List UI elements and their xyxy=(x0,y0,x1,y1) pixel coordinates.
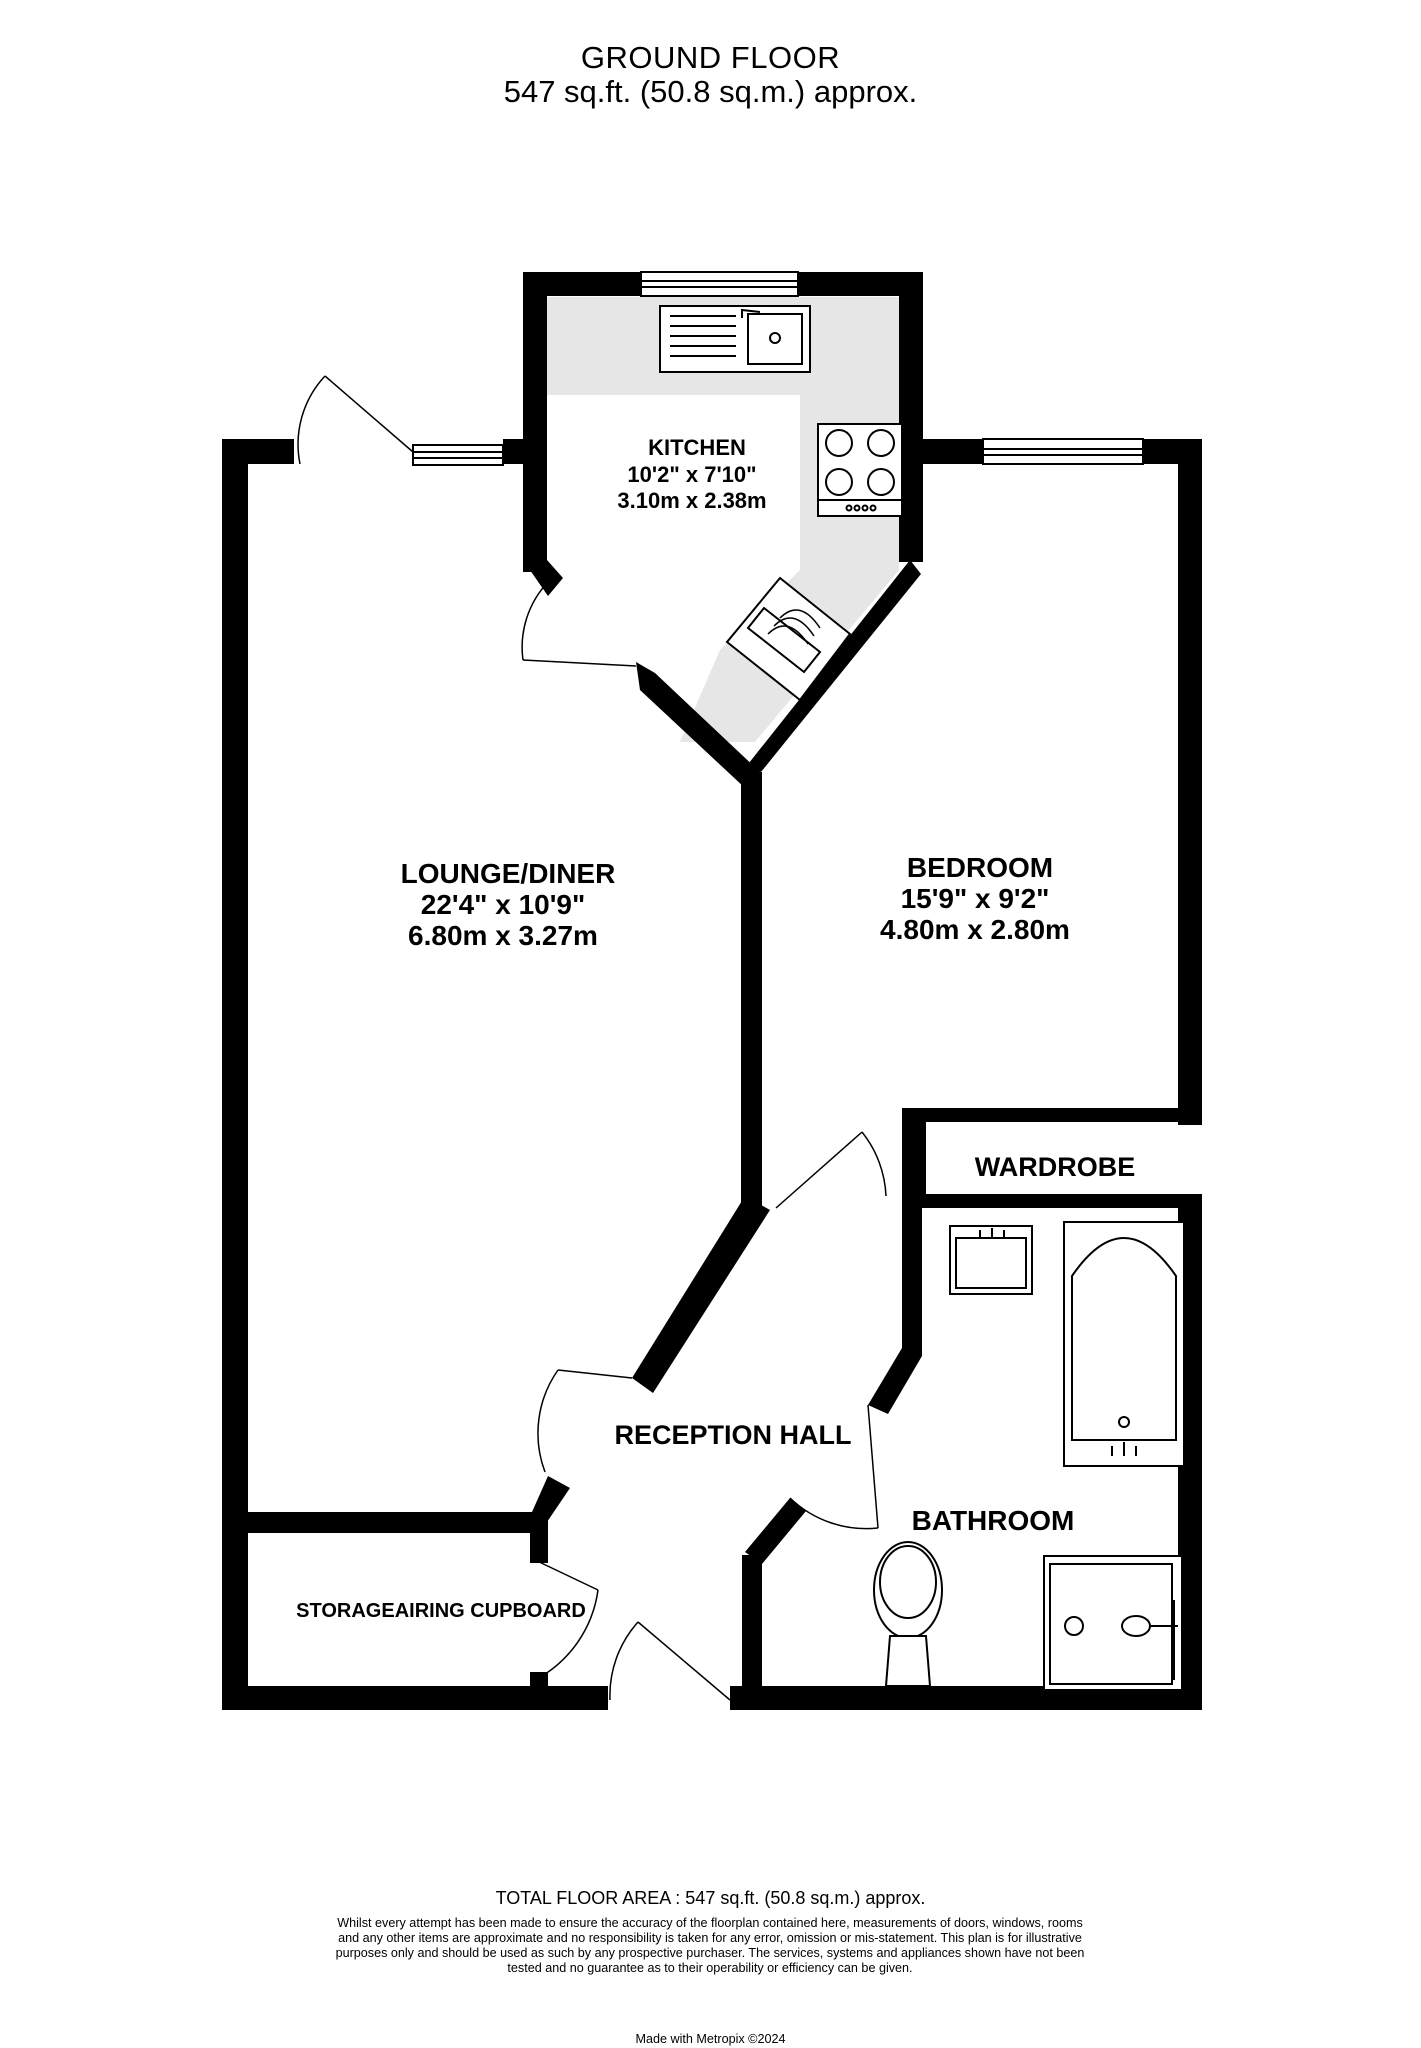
lounge-metric: 6.80m x 3.27m xyxy=(408,920,598,951)
patio-window xyxy=(412,444,504,466)
disclaimer: Whilst every attempt has been made to en… xyxy=(335,1916,1085,1975)
wall xyxy=(742,1555,762,1697)
wall xyxy=(904,1194,1202,1208)
wall xyxy=(636,662,760,788)
bathroom-fixtures xyxy=(873,1221,1185,1691)
shower-head xyxy=(1121,1615,1151,1637)
wall xyxy=(222,439,294,464)
washing-icon xyxy=(767,609,821,645)
kitchen-door xyxy=(522,659,637,667)
shower-drain xyxy=(1064,1616,1084,1636)
hob-ring xyxy=(867,468,895,496)
wall xyxy=(902,1196,922,1356)
hob-knob xyxy=(869,504,877,512)
doors xyxy=(297,375,1175,1701)
kitchen-metric: 3.10m x 2.38m xyxy=(617,488,766,513)
hob-ring xyxy=(825,468,853,496)
lounge-door xyxy=(557,1369,633,1379)
wall xyxy=(222,1686,608,1710)
door-swing xyxy=(537,1369,559,1473)
bedroom-imperial: 15'9" x 9'2" xyxy=(901,883,1050,914)
wall xyxy=(222,1512,538,1533)
storage-door xyxy=(534,1559,599,1591)
wall xyxy=(899,272,923,562)
tap-icon xyxy=(741,308,761,318)
toilet-cistern xyxy=(884,1635,932,1687)
lounge-imperial: 22'4" x 10'9" xyxy=(421,889,585,920)
windows xyxy=(412,271,1144,466)
wall xyxy=(222,439,248,1709)
kitchen-imperial: 10'2" x 7'10" xyxy=(627,462,756,487)
door-swing xyxy=(609,1621,639,1701)
wall xyxy=(741,772,762,1206)
wall xyxy=(532,1476,570,1522)
toilet-seat xyxy=(879,1545,937,1619)
wall xyxy=(523,560,563,596)
wall xyxy=(530,1515,548,1563)
bedroom-window xyxy=(982,438,1144,465)
hob-knob xyxy=(853,504,861,512)
bath-drain xyxy=(1118,1416,1130,1428)
credit: Made with Metropix ©2024 xyxy=(635,2032,786,2046)
floor-title: GROUND FLOOR xyxy=(580,40,841,75)
reception-name: RECEPTION HALL xyxy=(614,1420,851,1450)
wall xyxy=(530,1672,548,1697)
bath-tub xyxy=(1071,1237,1177,1441)
washing-machine-panel xyxy=(746,606,822,674)
bathroom-name: BATHROOM xyxy=(912,1505,1075,1536)
kitchen-fixtures xyxy=(659,305,903,702)
lounge-name: LOUNGE/DINER xyxy=(401,858,616,889)
kitchen-name: KITCHEN xyxy=(648,435,746,460)
bedroom-name: BEDROOM xyxy=(907,852,1053,883)
patio-door xyxy=(324,375,414,453)
bedroom-metric: 4.80m x 2.80m xyxy=(880,914,1070,945)
wall xyxy=(1178,439,1202,1125)
wardrobe-name: WARDROBE xyxy=(975,1152,1136,1182)
hob-ring xyxy=(825,429,853,457)
wall xyxy=(902,1108,926,1196)
door-swing xyxy=(297,375,326,465)
storage-name: STORAGEAIRING CUPBOARD xyxy=(296,1600,586,1622)
door-swing xyxy=(521,581,549,661)
wall xyxy=(899,439,983,464)
bath-tap-icon xyxy=(1111,1442,1137,1456)
wall xyxy=(868,1348,922,1414)
wall xyxy=(523,272,547,572)
bathroom-door xyxy=(867,1404,879,1529)
entrance-door xyxy=(637,1621,731,1701)
door-swing xyxy=(534,1589,599,1681)
wall xyxy=(902,1108,1202,1122)
wall xyxy=(745,560,921,772)
hob-knob xyxy=(861,504,869,512)
sink-drain xyxy=(769,332,781,344)
wall xyxy=(745,1498,806,1564)
floor-area: 547 sq.ft. (50.8 sq.m.) approx. xyxy=(503,74,918,109)
kitchen-window xyxy=(640,271,799,297)
tap-icon xyxy=(979,1228,1005,1238)
wall xyxy=(523,272,641,296)
hob-ring xyxy=(867,429,895,457)
door-swing xyxy=(861,1131,887,1197)
hob-knob xyxy=(845,504,853,512)
bedroom-door xyxy=(775,1131,863,1209)
door-swing xyxy=(789,1497,879,1530)
basin-bowl xyxy=(955,1237,1027,1289)
wall xyxy=(632,1196,770,1393)
room-labels: KITCHEN 10'2" x 7'10" 3.10m x 2.38m LOUN… xyxy=(296,435,1135,1622)
total-floor-area: TOTAL FLOOR AREA : 547 sq.ft. (50.8 sq.m… xyxy=(495,1888,926,1908)
